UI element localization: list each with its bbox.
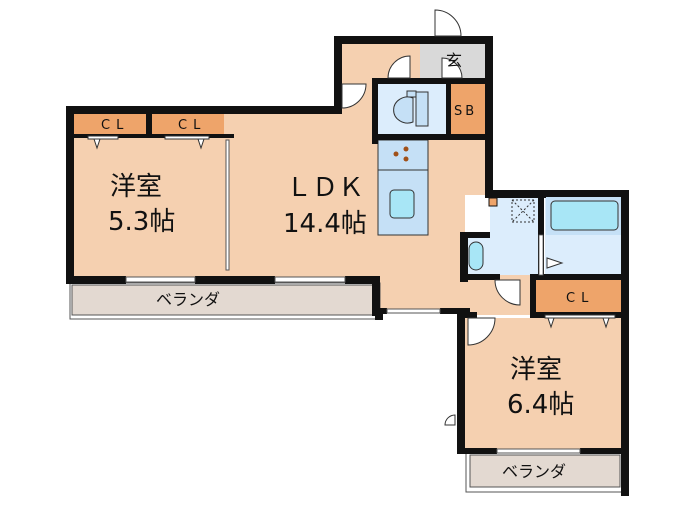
closet-2-label: CL (178, 118, 206, 133)
washing-machine-icon (511, 199, 535, 223)
western-room-1-name: 洋室 (110, 172, 162, 202)
washbasin-icon (468, 241, 484, 271)
bathtub-icon (546, 197, 621, 269)
balcony-2 (469, 454, 621, 488)
balcony-1 (71, 284, 376, 316)
stove-icon (393, 146, 409, 162)
shoe-box (450, 84, 485, 136)
closet-2 (152, 113, 224, 135)
kitchen-counter (377, 139, 429, 236)
western-room-2 (462, 318, 625, 450)
walls (66, 36, 629, 496)
western-room-1-size: 5.3帖 (108, 207, 175, 237)
western-room-2-name: 洋室 (510, 355, 562, 385)
closet-1 (74, 113, 146, 135)
ldk-size: 14.4帖 (283, 209, 367, 239)
closet-3 (535, 280, 625, 315)
windows (125, 139, 581, 454)
balcony-2-label: ベランダ (502, 462, 566, 481)
ldk-name: ＬＤＫ (286, 173, 364, 203)
sink-icon (389, 189, 415, 219)
entrance-label: 玄 (446, 51, 462, 70)
western-room-2-size: 6.4帖 (507, 390, 574, 420)
balcony-1-label: ベランダ (156, 290, 220, 309)
closet-3-label: CL (566, 291, 594, 306)
closet-1-label: CL (101, 118, 129, 133)
washroom (490, 195, 540, 275)
shoe-box-label: SB (454, 104, 477, 119)
doors (341, 9, 521, 426)
closet-door-markers (87, 135, 616, 329)
toilet-icon (393, 90, 429, 127)
